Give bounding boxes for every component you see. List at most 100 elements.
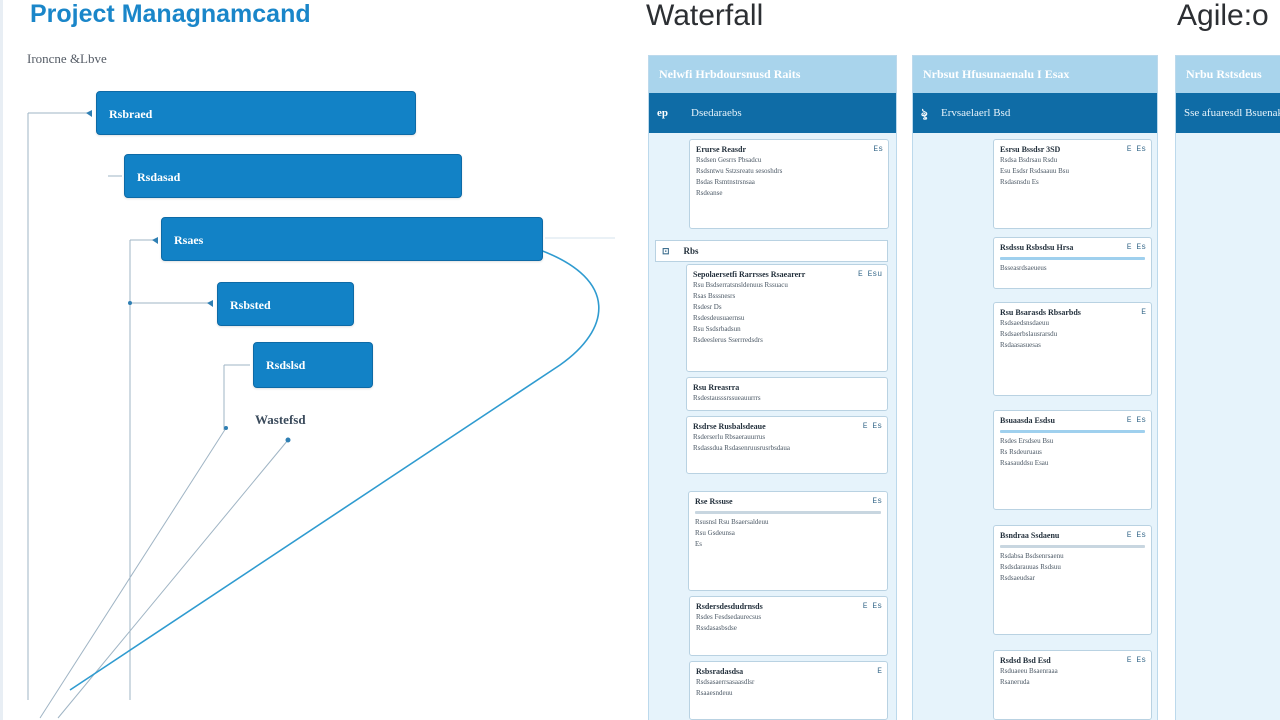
card-badge: E Es [862,602,882,611]
column-header[interactable]: Nrbsut Hfusunaenalu I Esax [913,56,1157,93]
card-line: Rsas Bsssnesrs [693,292,736,300]
task-card[interactable]: Rsbsradasdsa E Rsdsasaerrsasaasdlsr Rsaa… [689,661,888,720]
card-title: Rsu Rreasrra [693,383,740,392]
card-line: Rsdsasaerrsasaasdlsr [696,678,755,686]
junction-dot [285,437,291,443]
card-line: Rsdsaedsnsdaeuu [1000,319,1049,327]
column-icon: ep [657,107,668,119]
card-title: Rsdersdesdudrnsds [696,602,763,611]
task-card[interactable]: Bsuaasda Esdsu E Es Rsdes Ersdseu Bsu Rs… [993,410,1152,510]
column-header[interactable]: Nelwfi Hrbdoursnusd Raits [649,56,896,93]
arrowhead-icon [152,237,158,244]
task-card[interactable]: Rsdsd Bsd Esd E Es Rsduaeeu Bsaenraaa Rs… [993,650,1152,720]
card-line: Rsu Ssdsrbadsun [693,325,741,333]
task-card[interactable]: Erurse Reasdr Es Rsdsen Gesrrs Pbsadcu R… [689,139,889,229]
arrowhead-icon [207,300,213,307]
left-margin-rule [0,0,3,720]
task-card[interactable]: Bsndraa Ssdaenu E Es Rsdabsa Bsdsenrsaen… [993,525,1152,635]
card-title: Rse Rssuse [695,497,733,506]
section-label: Rbs [683,246,699,256]
waterfall-label: Wastefsd [255,412,306,427]
section-icon: ⊡ [662,246,670,256]
card-line: Rsdsaeudsar [1000,574,1035,582]
junction-dot [128,301,132,305]
card-line: Rsduaeeu Bsaenraaa [1000,667,1058,675]
card-title: Sepolaersetfi Rarrsses Rsaearerr [693,270,806,279]
card-line: Rsdsdarauuas Rsdsuu [1000,563,1061,571]
phase-box-3: Rsaes [161,217,543,261]
card-title: Bsuaasda Esdsu [1000,416,1055,425]
phase-box-4: Rsbsted [217,282,354,326]
card-badge: Es [873,145,883,154]
card-line: Rsdeeslerus Sserrredsdrs [693,336,763,344]
phase-box-1: Rsbraed [96,91,416,135]
task-card[interactable]: Rsdrse Rusbalsdeaue E Es Rsderserlu Rbsa… [686,416,888,474]
card-line: Bsdas Rsmtnstrsnsaa [696,178,755,186]
card-badge: E [1141,308,1146,317]
board-column-3: Nrbu Rstsdeus Sse afuaresdl Bsuenakl [1175,55,1280,720]
task-card[interactable]: Rsu Bsarasds Rbsarbds E Rsdsaedsnsdaeuu … [993,302,1152,396]
connector-line [57,439,289,719]
card-line: Rsdeanse [696,189,723,197]
column-icon: ৡ [921,107,928,119]
card-line: Rsusnsl Rsu Bsaersaldeuu [695,518,769,526]
card-line: Rsdasnsdu Es [1000,178,1039,186]
column-subheader: Sse afuaresdl Bsuenakl [1176,93,1280,133]
card-line: Rsdsa Bsdrsau Rsdu [1000,156,1058,164]
card-line-placeholder [695,511,881,514]
page-title: Project Managnamcand [30,0,311,28]
card-line: Rsdesr Ds [693,303,722,311]
card-title: Rsbsradasdsa [696,667,744,676]
card-badge: E Es [1126,416,1146,425]
card-title: Esrsu Bssdsr 3SD [1000,145,1061,154]
card-line-accent [1000,430,1145,433]
card-line: Es [695,540,702,548]
card-line: Rsdassdua Rsdasenruusrusrbsdaua [693,444,791,452]
card-line: Rsdes Fesdsedaurecsus [696,613,762,621]
waterfall-heading: Waterfall [646,0,764,32]
column-header[interactable]: Nrbu Rstsdeus [1176,56,1280,93]
card-title: Rsdrse Rusbalsdeaue [693,422,766,431]
card-line: Rsderserlu Rbsaerauurrus [693,433,766,441]
card-line: Rsu Bsdserratsnsldenuus Rssuacu [693,281,788,289]
card-line: Rsdestausssrssueauurrrs [693,394,761,402]
column-subheader: ep Dsedaraebs [649,93,896,133]
diagram-caption: Ironcne &Lbve [27,51,107,66]
card-line-placeholder [1000,545,1145,548]
task-card[interactable]: Sepolaersetfi Rarrsses Rsaearerr E Esu R… [686,264,888,372]
task-card[interactable]: Rse Rssuse Es Rsusnsl Rsu Bsaersaldeuu R… [688,491,888,591]
card-title: Rsdsd Bsd Esd [1000,656,1051,665]
card-badge: E Es [1126,145,1146,154]
task-card[interactable]: Rsdssu Rsbsdsu Hrsa E Es Bsseasrdsaeueus [993,237,1152,289]
connector-line [223,364,250,430]
card-line: Rsdsntwu Sstzsreatu sesoshdrs [696,167,783,175]
card-line: Rsdsen Gesrrs Pbsadcu [696,156,762,164]
card-line: Bsseasrdsaeueus [1000,264,1047,272]
card-title: Bsndraa Ssdaenu [1000,531,1060,540]
arrowhead-icon [86,110,92,117]
card-line: Rsdes Ersdseu Bsu [1000,437,1054,445]
card-line: Rsaneruda [1000,678,1030,686]
connector-line [129,239,158,700]
card-line: Rsdaasasuesas [1000,341,1041,349]
card-line: Esu Esdsr Rsdsaauu Bsu [1000,167,1070,175]
flow-connectors [27,110,615,719]
card-badge: Es [872,497,882,506]
task-card[interactable]: Esrsu Bssdsr 3SD E Es Rsdsa Bsdrsau Rsdu… [993,139,1152,229]
card-line: Rsdabsa Bsdsenrsaenu [1000,552,1064,560]
connector-line [39,427,227,719]
task-card[interactable]: Rsu Rreasrra Rsdestausssrssueauurrrs [686,377,888,411]
phase-box-5: Rsdslsd [253,342,373,388]
card-badge: E Es [1126,531,1146,540]
card-line: Rsdesdeusuaernsu [693,314,745,322]
card-line: Rsaaesndeuu [696,689,733,697]
card-badge: E Es [1126,656,1146,665]
task-card[interactable]: Rsdersdesdudrnsds E Es Rsdes Fesdsedaure… [689,596,888,656]
card-line: Rsdsaerbslausrarsdu [1000,330,1058,338]
agile-heading: Agile:o [1177,0,1269,32]
phase-box-2: Rsdasad [124,154,462,198]
section-row[interactable]: ⊡ Rbs [655,240,888,262]
card-badge: E Es [862,422,882,431]
column-sublabel: Dsedaraebs [691,107,742,119]
